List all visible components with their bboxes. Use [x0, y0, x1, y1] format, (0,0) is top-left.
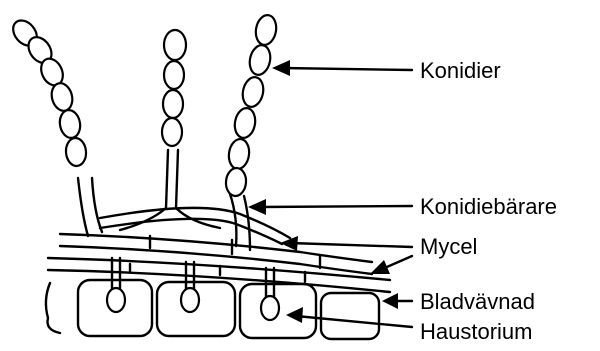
conidium [233, 106, 258, 139]
haustorium-2 [181, 288, 199, 312]
conidium [58, 108, 83, 139]
conidium [65, 137, 87, 167]
conidia-left-chain [8, 16, 87, 167]
conidium [163, 90, 183, 118]
conidium [225, 167, 247, 197]
leaf-cell-4 [321, 293, 379, 339]
arrow-konidiebarare-head [248, 199, 266, 215]
leaf-edge-left [46, 283, 60, 333]
label-konidiebarare: Konidiebärare [420, 194, 557, 219]
arrow-konidier-head [272, 60, 290, 76]
label-bladvavnad: Bladvävnad [420, 289, 535, 314]
haustorium-1 [107, 288, 125, 312]
mycelium [60, 208, 372, 274]
arrow-mycel-line [290, 243, 412, 247]
conidium [227, 138, 251, 170]
label-haustorium: Haustorium [420, 319, 532, 344]
conidium [164, 61, 184, 89]
conidium [254, 13, 279, 46]
arrow-bladvavnad-head [382, 293, 398, 309]
arrow-konidiebarare-line [258, 206, 412, 207]
conidium [162, 118, 182, 146]
conidium [240, 75, 266, 109]
conidia-right-chain [225, 13, 279, 196]
conidia-middle-chain [162, 30, 186, 146]
label-konidier: Konidier [420, 58, 501, 83]
conidium [247, 43, 273, 77]
arrow-konidier-line [282, 68, 412, 70]
labels: Konidier Konidiebärare Mycel Bladvävnad … [420, 58, 557, 344]
label-mycel: Mycel [420, 234, 477, 259]
haustorium-3 [261, 296, 279, 320]
conidium [164, 30, 186, 60]
conidiophore-left [78, 178, 102, 236]
